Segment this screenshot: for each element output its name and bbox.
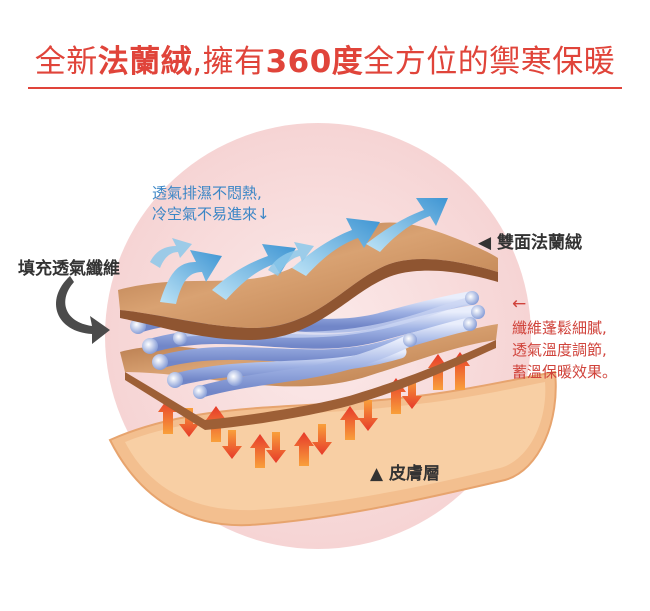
headline-part3: ,擁有: [192, 44, 266, 80]
fiber-pointer-icon: ←: [512, 294, 527, 314]
air-arrows-secondary: [150, 238, 314, 276]
flannel-bottom-edge: [125, 340, 496, 430]
headline-part1: 全新: [34, 44, 98, 80]
flannel-top: [118, 222, 498, 329]
double-flannel-label: ◀ 雙面法蘭絨: [478, 233, 582, 253]
breathable-text-line2: 冷空氣不易進來↓: [152, 205, 270, 223]
breathable-text-line1: 透氣排濕不悶熱,: [152, 184, 262, 202]
headline-underline: [28, 87, 622, 89]
headline-highlight-360: 360度: [265, 44, 364, 80]
headline: 全新法蘭絨,擁有360度全方位的禦寒保暖: [0, 36, 650, 81]
fiber-text-line2: 透氣溫度調節,: [512, 341, 607, 359]
headline-part5: 全方位的禦寒保暖: [363, 44, 616, 80]
skin-layer-label: ▲ 皮膚層: [370, 464, 440, 484]
fiber-text-line1: 纖維蓬鬆細膩,: [512, 319, 607, 337]
headline-highlight-flannel: 法蘭絨: [97, 44, 193, 80]
fiber-text-line3: 蓄溫保暖效果。: [512, 363, 618, 381]
air-arrows: [160, 198, 448, 304]
skin-layer-highlight: [125, 382, 546, 511]
curved-arrow-icon: [56, 276, 110, 344]
flannel-top-edge: [120, 259, 498, 340]
filling-fiber-label: 填充透氣纖維: [18, 259, 120, 279]
